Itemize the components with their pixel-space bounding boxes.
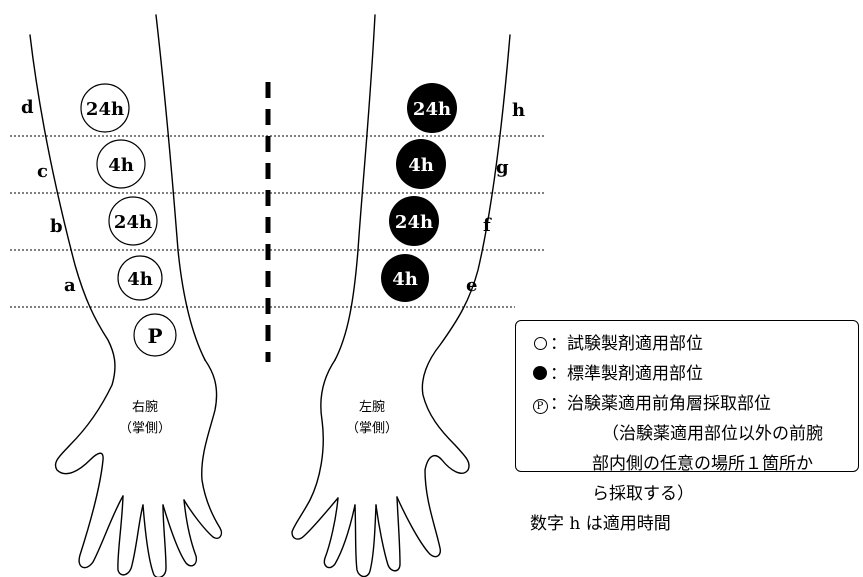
legend-p-symbol: P [533,399,548,414]
open-circle-icon [530,329,550,359]
site-letter-d: d [21,97,34,118]
site-time-h: 24h [413,99,451,120]
filled-circle-icon [530,359,550,389]
right-arm-sites: 24h 4h 24h 4h P [81,84,176,356]
site-time-b: 24h [114,212,152,233]
site-p-marker: P [147,324,162,348]
left-arm-label: 左腕 [359,399,385,415]
legend-note-line-1: （治験薬適用部位以外の前腕 [530,419,848,449]
legend-note-line-2: 部内側の任意の場所１箇所か [530,449,848,479]
site-letter-f: f [483,215,492,236]
circled-p-icon: P [530,389,550,419]
legend-box: ：試験製剤適用部位 ：標準製剤適用部位 P：治験薬適用前角層採取部位 （治験薬適… [515,320,859,472]
legend-p-label: ：治験薬適用前角層採取部位 [550,394,771,414]
site-time-a: 4h [127,269,153,290]
site-letter-a: a [64,275,76,296]
site-letter-c: c [37,161,48,182]
site-time-c: 4h [108,155,134,176]
site-letter-h: h [512,100,525,121]
site-time-d: 24h [86,99,124,120]
site-letter-e: e [466,275,477,296]
legend-open-label: ：試験製剤適用部位 [550,334,703,354]
legend-footnote: 数字 h は適用時間 [530,509,848,539]
legend-row-filled: ：標準製剤適用部位 [530,359,848,389]
left-arm-sublabel: （掌側） [346,421,398,436]
site-time-f: 24h [395,212,433,233]
site-time-g: 4h [408,155,434,176]
right-arm-label: 右腕 [132,399,158,415]
legend-row-open: ：試験製剤適用部位 [530,329,848,359]
legend-filled-label: ：標準製剤適用部位 [550,364,703,384]
right-arm-sublabel: （掌側） [119,421,171,436]
site-letter-b: b [50,216,63,237]
site-letter-g: g [496,157,509,178]
legend-note-line-3: ら採取する） [530,479,848,509]
site-time-e: 4h [392,269,418,290]
zone-lines [10,136,545,307]
legend-row-p: P：治験薬適用前角層採取部位 [530,389,848,419]
